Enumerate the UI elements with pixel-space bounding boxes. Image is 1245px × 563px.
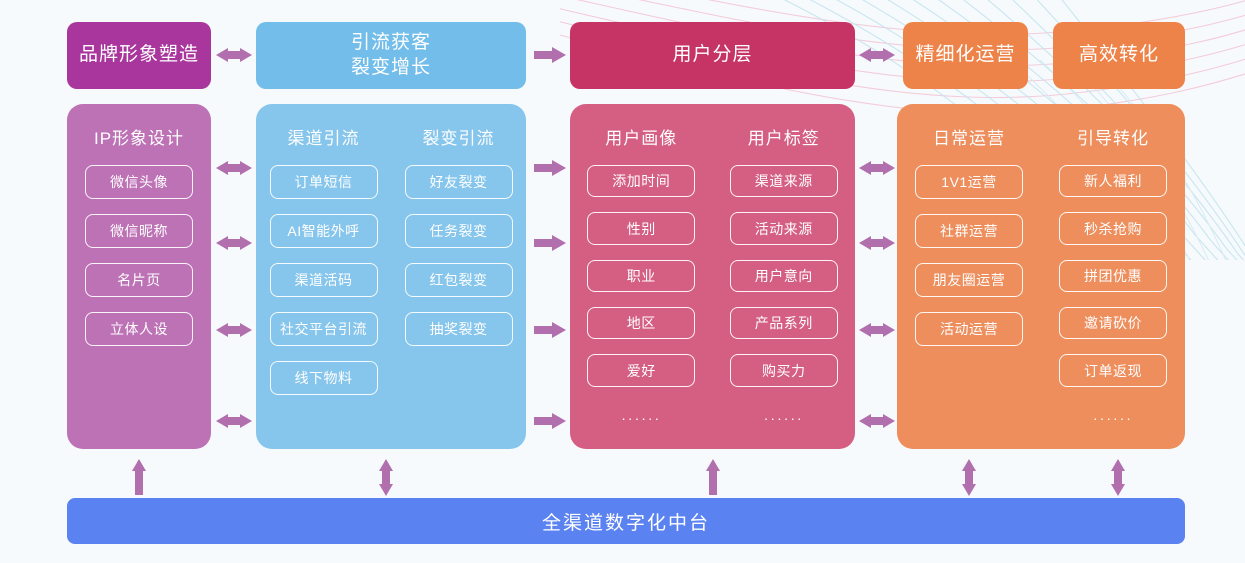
chip-offline-materials[interactable]: 线下物料	[269, 361, 378, 395]
chip-persona[interactable]: 立体人设	[85, 312, 193, 346]
chip-one-on-one-operation[interactable]: 1V1运营	[915, 165, 1023, 199]
header-arrow-traffic-to-stratification	[534, 47, 566, 63]
subcolumn-title: 渠道引流	[287, 129, 360, 148]
chip-social-platform-traffic[interactable]: 社交平台引流	[269, 312, 378, 346]
subcolumn-channel-traffic: 渠道引流 订单短信 AI智能外呼 渠道活码 社交平台引流 线下物料	[256, 104, 391, 449]
link-arrow-col3-col4-1	[859, 161, 895, 175]
subcolumn-user-profile: 用户画像 添加时间 性别 职业 地区 爱好 ······	[570, 104, 713, 449]
header-brand-image-label: 品牌形象塑造	[78, 44, 199, 66]
bottom-bar-label: 全渠道数字化中台	[541, 512, 710, 534]
subcolumn-title: 用户画像	[605, 129, 678, 148]
header-refined-operation[interactable]: 精细化运营	[903, 22, 1028, 89]
header-traffic-growth-line2: 裂变增长	[350, 56, 431, 78]
chip-purchasing-power[interactable]: 购买力	[729, 354, 838, 387]
header-user-stratification[interactable]: 用户分层	[570, 22, 855, 89]
link-arrow-col1-col2-1	[216, 161, 252, 175]
chip-user-intent[interactable]: 用户意向	[729, 259, 838, 293]
chip-activity-source[interactable]: 活动来源	[729, 212, 838, 245]
link-arrow-col1-col2-4	[216, 414, 252, 428]
header-brand-image[interactable]: 品牌形象塑造	[67, 22, 211, 89]
chip-invite-bargain[interactable]: 邀请砍价	[1059, 307, 1167, 340]
header-arrow-brand-to-traffic	[216, 48, 252, 62]
subcolumn-title: 裂变引流	[422, 129, 495, 148]
subcolumn-user-tags: 用户标签 渠道来源 活动来源 用户意向 产品系列 购买力 ······	[713, 104, 856, 449]
chip-order-sms[interactable]: 订单短信	[269, 165, 378, 199]
subcolumn-title: IP形象设计	[93, 129, 185, 148]
subcolumn-title: 日常运营	[933, 129, 1005, 148]
chip-channel-source[interactable]: 渠道来源	[729, 165, 838, 198]
chip-add-time[interactable]: 添加时间	[587, 165, 696, 198]
bottom-arrow-col4a	[962, 459, 976, 496]
panel-ip-image-design: IP形象设计 微信头像 微信昵称 名片页 立体人设	[67, 104, 211, 449]
header-traffic-growth[interactable]: 引流获客 裂变增长	[256, 22, 526, 89]
bottom-arrow-col4b	[1111, 459, 1125, 496]
link-arrow-col2-col3-3	[534, 322, 566, 338]
chip-order-rebate[interactable]: 订单返现	[1059, 354, 1167, 387]
chip-hobby[interactable]: 爱好	[587, 354, 696, 387]
chip-product-series[interactable]: 产品系列	[729, 307, 838, 340]
subcolumn-ip-image-design: IP形象设计 微信头像 微信昵称 名片页 立体人设	[67, 104, 211, 449]
subcolumn-title: 引导转化	[1077, 129, 1149, 148]
header-traffic-growth-label: 引流获客 裂变增长	[351, 31, 431, 80]
chip-flash-sale[interactable]: 秒杀抢购	[1059, 212, 1167, 245]
panel-operation-conversion: 日常运营 1V1运营 社群运营 朋友圈运营 活动运营 引导转化 新人福利 秒杀抢…	[897, 104, 1185, 449]
link-arrow-col2-col3-2	[534, 235, 566, 251]
link-arrow-col3-col4-2	[859, 236, 895, 250]
chip-task-fission[interactable]: 任务裂变	[404, 214, 513, 248]
chip-business-card-page[interactable]: 名片页	[85, 263, 193, 297]
bottom-bar-omnichannel-midplatform[interactable]: 全渠道数字化中台	[67, 498, 1185, 544]
chip-red-packet-fission[interactable]: 红包裂变	[404, 263, 513, 297]
chip-newcomer-benefit[interactable]: 新人福利	[1059, 165, 1167, 198]
link-arrow-col2-col3-4	[534, 413, 566, 429]
bottom-arrow-col2	[379, 459, 393, 496]
link-arrow-col1-col2-3	[216, 323, 252, 337]
chip-group-buy-discount[interactable]: 拼团优惠	[1059, 259, 1167, 293]
subcolumn-daily-operation: 日常运营 1V1运营 社群运营 朋友圈运营 活动运营	[897, 104, 1041, 449]
subcolumn-title: 用户标签	[747, 129, 820, 148]
panel-traffic-acquisition: 渠道引流 订单短信 AI智能外呼 渠道活码 社交平台引流 线下物料 裂变引流 好…	[256, 104, 526, 449]
chip-community-operation[interactable]: 社群运营	[915, 214, 1023, 248]
bottom-arrow-col3	[706, 459, 720, 495]
chip-friend-fission[interactable]: 好友裂变	[404, 165, 513, 199]
header-traffic-growth-line1: 引流获客	[350, 32, 431, 54]
link-arrow-col1-col2-2	[216, 236, 252, 250]
chip-moments-operation[interactable]: 朋友圈运营	[915, 263, 1023, 297]
link-arrow-col3-col4-4	[859, 414, 895, 428]
chip-lottery-fission[interactable]: 抽奖裂变	[404, 312, 513, 346]
subcolumn-guided-conversion: 引导转化 新人福利 秒杀抢购 拼团优惠 邀请砍价 订单返现 ······	[1041, 104, 1185, 449]
chip-wechat-avatar[interactable]: 微信头像	[85, 165, 193, 199]
bottom-arrow-col1	[132, 459, 146, 495]
header-refined-operation-label: 精细化运营	[915, 44, 1016, 66]
ellipsis-indicator: ······	[621, 409, 662, 426]
header-user-stratification-label: 用户分层	[672, 44, 753, 66]
ellipsis-indicator: ······	[763, 409, 804, 426]
chip-campaign-operation[interactable]: 活动运营	[915, 312, 1023, 346]
header-efficient-conversion-label: 高效转化	[1078, 44, 1159, 66]
subcolumn-fission-traffic: 裂变引流 好友裂变 任务裂变 红包裂变 抽奖裂变	[391, 104, 526, 449]
panel-user-stratification: 用户画像 添加时间 性别 职业 地区 爱好 ······ 用户标签 渠道来源 活…	[570, 104, 855, 449]
chip-wechat-nickname[interactable]: 微信昵称	[85, 214, 193, 248]
link-arrow-col2-col3-1	[534, 160, 566, 176]
link-arrow-col3-col4-3	[859, 323, 895, 337]
header-arrow-stratification-to-operation	[859, 48, 895, 62]
ellipsis-indicator: ······	[1093, 409, 1133, 426]
chip-occupation[interactable]: 职业	[587, 259, 696, 293]
chip-gender[interactable]: 性别	[587, 212, 696, 245]
chip-ai-outbound-call[interactable]: AI智能外呼	[269, 214, 378, 248]
chip-channel-qr-code[interactable]: 渠道活码	[269, 263, 378, 297]
header-efficient-conversion[interactable]: 高效转化	[1053, 22, 1185, 89]
chip-region[interactable]: 地区	[587, 307, 696, 340]
